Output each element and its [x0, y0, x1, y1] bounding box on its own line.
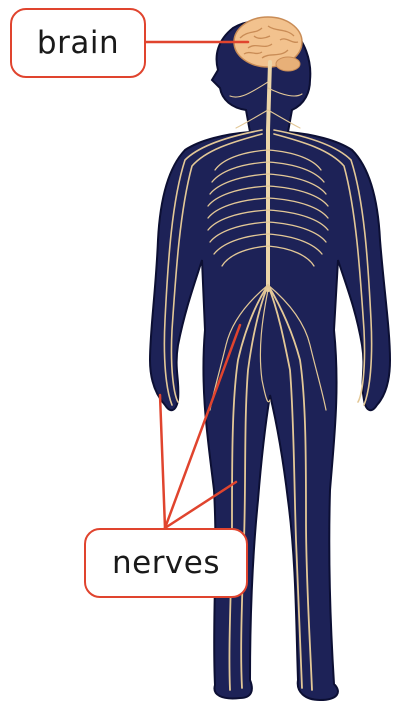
nerves-label-text: nerves [112, 545, 220, 581]
spinal-cord [268, 62, 270, 290]
brain-label: brain [10, 8, 146, 78]
brain-label-text: brain [37, 25, 119, 61]
nerves-label: nerves [84, 528, 248, 598]
leader-line-nerves-arm [160, 395, 165, 528]
cerebellum-shape [276, 57, 300, 71]
